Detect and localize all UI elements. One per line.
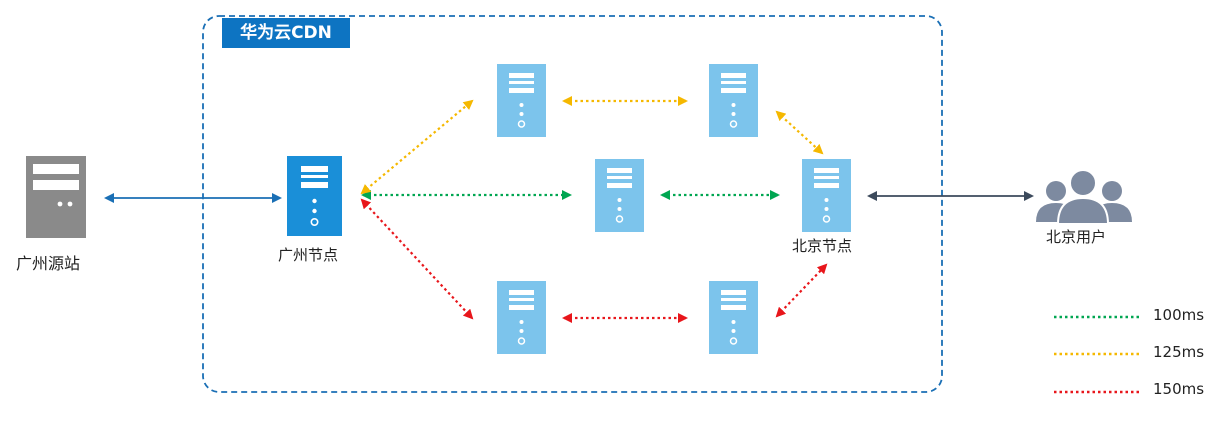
yellow-path bbox=[360, 96, 824, 195]
cdn-title: 华为云CDN bbox=[222, 18, 350, 48]
relay-middle-server-icon bbox=[594, 158, 645, 233]
origin-server-icon bbox=[26, 156, 86, 238]
relay-bottom-right-server-icon bbox=[708, 280, 759, 355]
guangzhou-origin-label: 广州源站 bbox=[16, 254, 81, 273]
legend-label-125ms: 125ms bbox=[1153, 343, 1205, 361]
beijing-users-label: 北京用户 bbox=[1046, 228, 1107, 246]
legend-label-150ms: 150ms bbox=[1153, 380, 1205, 398]
relay-top-left-server-icon bbox=[496, 63, 547, 138]
users-group-icon bbox=[1036, 169, 1132, 225]
beijing-node-server-icon bbox=[801, 158, 852, 233]
red-path bbox=[360, 198, 828, 323]
relay-bottom-left-server-icon bbox=[496, 280, 547, 355]
guangzhou-node-server-icon bbox=[286, 155, 343, 237]
cdn-boundary bbox=[202, 15, 943, 393]
guangzhou-node-label: 广州节点 bbox=[278, 246, 339, 264]
beijing-node-label: 北京节点 bbox=[792, 237, 853, 255]
legend-label-100ms: 100ms bbox=[1153, 306, 1205, 324]
relay-top-right-server-icon bbox=[708, 63, 759, 138]
